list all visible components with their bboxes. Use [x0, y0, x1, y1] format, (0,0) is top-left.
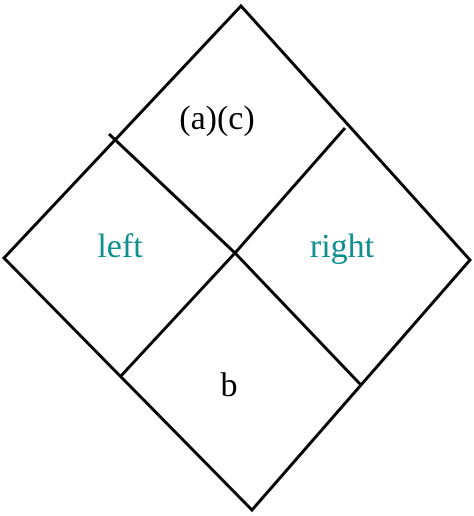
divider-top-right-to-center: [233, 127, 347, 254]
label-top: (a)(c): [179, 100, 254, 137]
label-bottom: b: [221, 367, 238, 404]
label-left: left: [97, 228, 143, 265]
label-right: right: [310, 228, 375, 265]
divider-center-to-bottom-left: [118, 251, 237, 379]
outer-diamond: [1, 3, 473, 513]
divider-top-left-to-center: [107, 132, 237, 255]
divider-center-to-bottom-right: [233, 251, 362, 386]
